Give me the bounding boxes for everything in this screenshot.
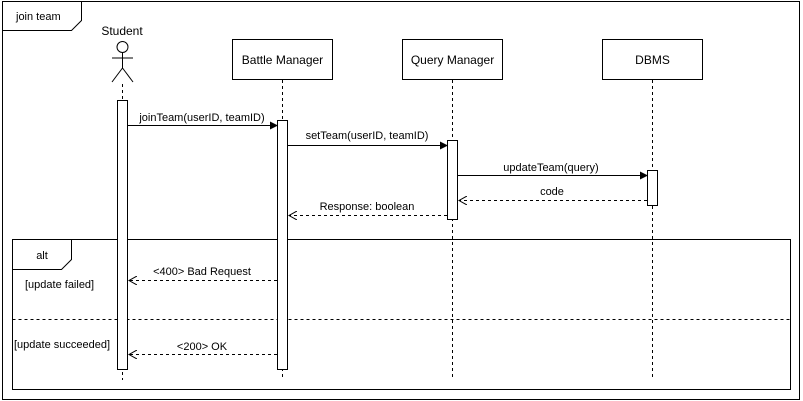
participant-student: Student — [101, 24, 143, 38]
activation-student — [117, 100, 128, 370]
message-join-team: joinTeam(userID, teamID) — [138, 112, 264, 124]
guard-update-succeeded: [update succeeded] — [14, 339, 110, 351]
message-ok: <200> OK — [177, 341, 228, 353]
message-response: Response: boolean — [320, 201, 415, 213]
frame-title: join team — [15, 11, 61, 23]
activation-dbms — [647, 170, 658, 206]
participant-battle-manager-box — [232, 39, 333, 80]
alt-fragment-tab — [12, 239, 72, 270]
student-actor-icon — [111, 41, 134, 83]
frame-tab — [2, 1, 82, 31]
participant-dbms: DBMS — [635, 53, 670, 67]
participant-battle-manager: Battle Manager — [242, 53, 323, 67]
alt-label: alt — [36, 250, 48, 262]
activation-battle-manager — [277, 120, 288, 370]
message-code: code — [540, 186, 564, 198]
activation-query-manager — [447, 140, 458, 220]
participant-dbms-box — [602, 39, 703, 80]
participant-query-manager-box — [402, 39, 503, 80]
message-bad-request: <400> Bad Request — [153, 266, 251, 278]
alt-fragment — [12, 239, 791, 390]
message-update-team: updateTeam(query) — [503, 162, 598, 174]
participant-query-manager: Query Manager — [411, 53, 494, 67]
message-set-team: setTeam(userID, teamID) — [306, 130, 429, 142]
guard-update-failed: [update failed] — [25, 279, 94, 291]
